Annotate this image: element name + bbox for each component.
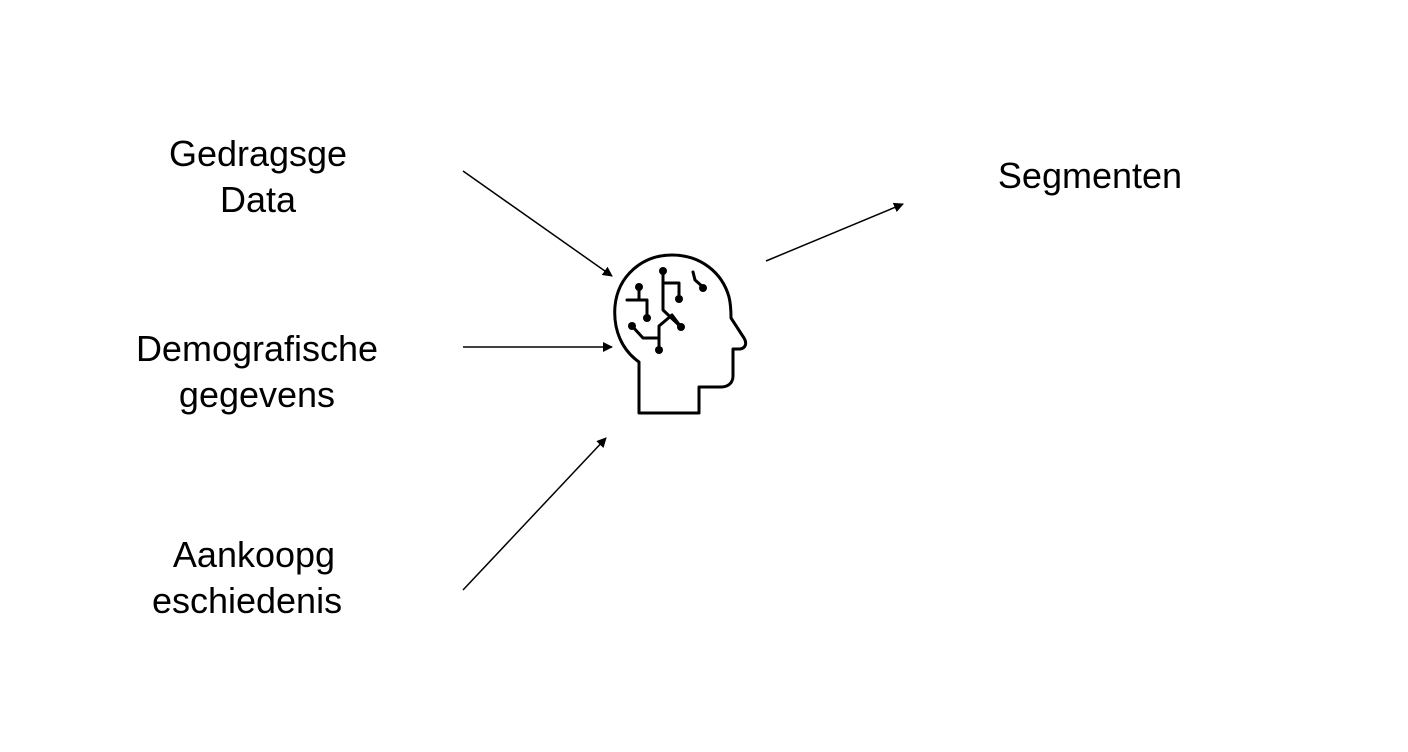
input-label-demographic-data: Demografische gegevens: [135, 328, 379, 415]
arrow-from-purchase-history: [462, 437, 607, 591]
output-label-segments: Segmenten: [997, 155, 1183, 196]
input-label-purchase-history: Aankoopg eschiedenis: [151, 534, 343, 621]
input-label-behavioral-data: Gedragsge Data: [168, 133, 348, 220]
ai-brain-head-icon: [613, 253, 748, 415]
arrow-to-segments: [765, 202, 904, 262]
arrow-from-behavioral-data: [462, 170, 613, 277]
